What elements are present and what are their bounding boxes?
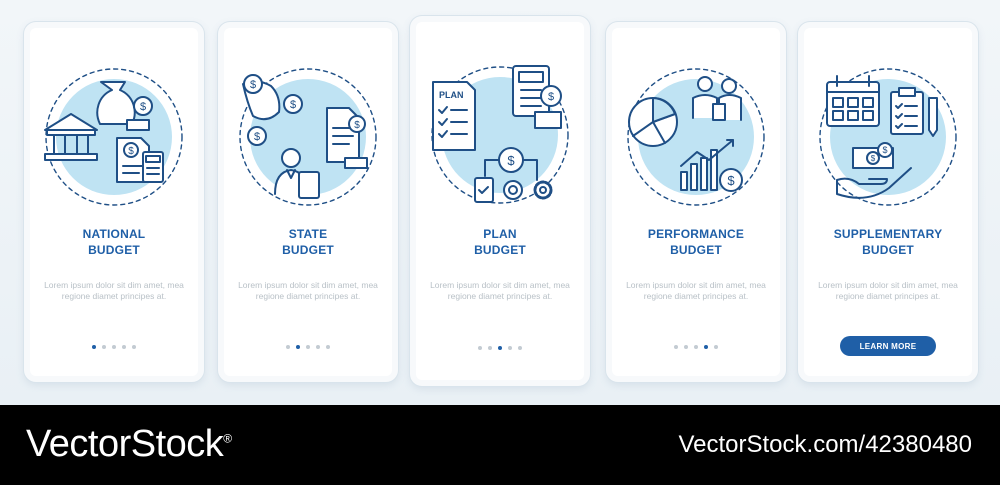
title-line-1: PERFORMANCE [647, 227, 745, 241]
page-dot[interactable] [694, 345, 698, 349]
title-line-1: STATE [288, 227, 328, 241]
learn-more-button[interactable]: LEARN MORE [840, 336, 936, 356]
screen-description: Lorem ipsum dolor sit dim amet, mea regi… [430, 280, 570, 301]
title-line-1: PLAN [483, 227, 517, 241]
page-dot[interactable] [132, 345, 136, 349]
government-budget-icon: $ $ [39, 62, 189, 212]
screen-performance-budget: $ PERFORMANCE BUDGET Lorem ipsum dolor s… [606, 22, 786, 382]
svg-text:$: $ [128, 146, 134, 157]
svg-text:$: $ [140, 101, 146, 113]
pagination-dots [30, 345, 198, 349]
image-code: VectorStock.com/42380480 [678, 431, 972, 458]
page-dot[interactable] [296, 345, 300, 349]
page-dot[interactable] [102, 345, 106, 349]
svg-text:$: $ [254, 131, 260, 143]
title-line-2: BUDGET [670, 243, 722, 257]
svg-text:$: $ [507, 153, 515, 168]
title-line-2: BUDGET [862, 243, 914, 257]
state-budget-icon: $ $ $ $ [233, 62, 383, 212]
pagination-dots [416, 346, 584, 350]
screen-description: Lorem ipsum dolor sit dim amet, mea regi… [818, 280, 958, 301]
page-dot[interactable] [704, 345, 708, 349]
svg-text:$: $ [727, 173, 735, 188]
performance-budget-icon: $ [621, 62, 771, 212]
page-dot[interactable] [316, 345, 320, 349]
page-dot[interactable] [306, 345, 310, 349]
plan-sheet-label: PLAN [439, 90, 464, 100]
page-dot[interactable] [498, 346, 502, 350]
page-dot[interactable] [326, 345, 330, 349]
svg-text:$: $ [290, 99, 296, 111]
screen-title: SUPPLEMENTARY BUDGET [804, 226, 972, 258]
supplementary-budget-icon: $ $ [813, 62, 963, 212]
pagination-dots [612, 345, 780, 349]
screen-description: Lorem ipsum dolor sit dim amet, mea regi… [44, 280, 184, 301]
pagination-dots [224, 345, 392, 349]
title-line-1: SUPPLEMENTARY [833, 227, 943, 241]
screen-plan-budget: PLAN $ $ PLAN BUDGET [410, 16, 590, 386]
page-dot[interactable] [92, 345, 96, 349]
page-dot[interactable] [122, 345, 126, 349]
screen-title: STATE BUDGET [224, 226, 392, 258]
registered-mark: ® [223, 431, 232, 446]
brand-logo: VectorStock® [26, 423, 232, 466]
page-dot[interactable] [488, 346, 492, 350]
page-dot[interactable] [684, 345, 688, 349]
page-dot[interactable] [674, 345, 678, 349]
title-line-2: BUDGET [282, 243, 334, 257]
screen-state-budget: $ $ $ $ STATE BUDGET Lorem ipsum dolor s… [218, 22, 398, 382]
screen-description: Lorem ipsum dolor sit dim amet, mea regi… [238, 280, 378, 301]
page-dot[interactable] [518, 346, 522, 350]
title-line-2: BUDGET [88, 243, 140, 257]
page-dot[interactable] [112, 345, 116, 349]
title-line-1: NATIONAL [82, 227, 146, 241]
screen-description: Lorem ipsum dolor sit dim amet, mea regi… [626, 280, 766, 301]
screen-title: PERFORMANCE BUDGET [612, 226, 780, 258]
svg-text:$: $ [882, 145, 887, 155]
svg-text:$: $ [354, 120, 360, 131]
plan-budget-icon: PLAN $ $ [425, 60, 575, 210]
page-dot[interactable] [478, 346, 482, 350]
brand-name: VectorStock [26, 423, 224, 465]
screen-title: PLAN BUDGET [416, 226, 584, 258]
title-line-2: BUDGET [474, 243, 526, 257]
screen-title: NATIONAL BUDGET [30, 226, 198, 258]
page-dot[interactable] [286, 345, 290, 349]
watermark-footer: VectorStock® VectorStock.com/42380480 [0, 405, 1000, 485]
screen-national-budget: $ $ NATIONAL BUDGET Lorem ipsum dolor si… [24, 22, 204, 382]
svg-text:$: $ [250, 79, 256, 91]
onboarding-stage: $ $ NATIONAL BUDGET Lorem ipsum dolor si… [0, 0, 1000, 405]
page-dot[interactable] [714, 345, 718, 349]
svg-text:$: $ [548, 91, 554, 103]
screen-supplementary-budget: $ $ SUPPLEMENTARY BUDGET Lorem ipsum dol… [798, 22, 978, 382]
svg-text:$: $ [871, 154, 876, 163]
page-dot[interactable] [508, 346, 512, 350]
